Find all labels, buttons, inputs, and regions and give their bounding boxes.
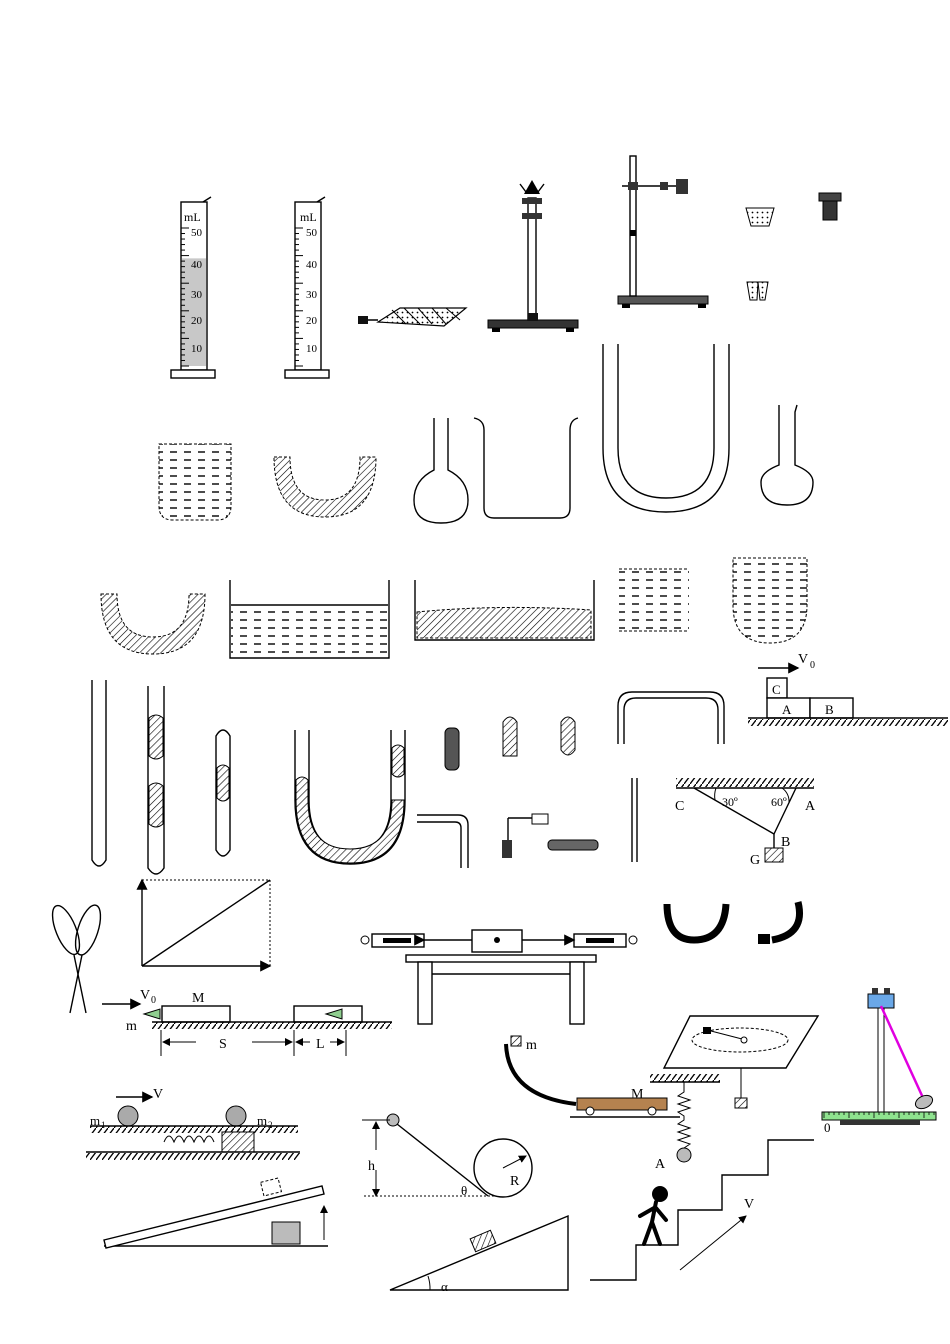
large-u-tube — [602, 344, 730, 513]
stairs-v-label: V — [744, 1197, 754, 1212]
stacked-blocks-diagram: V 0 C A B — [748, 652, 948, 726]
block-b-label: B — [825, 702, 834, 717]
graduated-cylinder-empty: mL 50 40 30 20 10 — [284, 196, 330, 379]
plank-v0-subscript: 0 — [151, 995, 156, 1006]
ball-m1-label: m — [90, 1113, 100, 1128]
cylinder2-tick-50: 50 — [306, 227, 318, 239]
cylinder-tick-40: 40 — [191, 259, 203, 271]
wire-gauze — [358, 307, 468, 327]
plank-m-small-label: m — [126, 1019, 137, 1034]
iron-stand-side-clamp — [617, 155, 709, 308]
staircase-person: V — [590, 1139, 814, 1281]
cylinder2-tick-30: 30 — [306, 289, 318, 301]
turntable-plane — [662, 1015, 820, 1109]
triangle-c-label: C — [675, 799, 684, 814]
rubber-stoppers — [745, 192, 842, 301]
v0-subscript: 0 — [810, 660, 815, 671]
plank-block-diagram: V 0 M m S L — [102, 988, 392, 1056]
ball-m2-label: m — [257, 1113, 267, 1128]
test-tube-two-plugs — [147, 686, 165, 875]
cylinder-liquid — [182, 258, 206, 366]
cylinder-tick-50: 50 — [191, 227, 203, 239]
cylinder-unit-label: mL — [184, 210, 201, 224]
cylinder-unit-label-2: mL — [300, 210, 317, 224]
cylinder2-tick-40: 40 — [306, 259, 318, 271]
ball-m1-subscript: 1 — [101, 1120, 106, 1130]
trough-with-sand — [414, 580, 595, 641]
plank-l-label: L — [316, 1037, 325, 1052]
triangle-b-label: B — [781, 835, 790, 850]
ball-m2-subscript: 2 — [268, 1120, 273, 1130]
wedge-alpha-label: α — [441, 1279, 448, 1294]
water-rounded-vessel — [732, 557, 808, 644]
bent-tube-and-connectors — [417, 778, 638, 868]
iron-stand-burette-clamp — [487, 180, 579, 332]
large-beaker — [473, 417, 579, 519]
water-column-block — [619, 568, 689, 632]
cylinder-tick-30: 30 — [191, 289, 203, 301]
water-trough — [229, 580, 390, 659]
inverted-u-tube — [617, 691, 725, 744]
spring-a-label: A — [655, 1157, 666, 1172]
spring-v-label: V — [153, 1087, 163, 1102]
cylinder2-tick-10: 10 — [306, 343, 318, 355]
round-bottom-flask-small — [413, 418, 469, 524]
incline-h-label: h — [368, 1159, 375, 1174]
cylinder-tick-20: 20 — [191, 315, 203, 327]
angle-60-label: 60º — [771, 795, 787, 809]
beaker-water — [158, 443, 232, 521]
loop-r-label: R — [510, 1174, 520, 1189]
laser-stand-ruler: 0 — [821, 988, 937, 1135]
hatched-u-tube-segment — [273, 456, 377, 518]
two-balls-spring: V m 1 m 2 — [86, 1087, 300, 1160]
hatched-u-bend — [100, 593, 206, 655]
test-tube-empty — [91, 680, 107, 867]
plank-m-big-label: M — [192, 991, 205, 1006]
block-c-label: C — [772, 682, 781, 697]
incline-theta-label: θ — [461, 1183, 467, 1198]
short-rod-pieces — [444, 716, 576, 771]
vertical-spring-ball: A — [650, 1074, 720, 1172]
angle-30-label: 30º — [722, 795, 738, 809]
track-m-label: m — [526, 1038, 537, 1053]
graduated-cylinder-filled: mL 50 40 30 20 10 — [170, 196, 216, 379]
sealed-tube-plug — [215, 729, 231, 857]
curved-track-cart: m M — [504, 1035, 680, 1118]
incline-loop: R θ h — [362, 1113, 533, 1198]
cylinder-tick-10: 10 — [191, 343, 203, 355]
v0-label: V — [798, 652, 808, 667]
table-spring-balances — [360, 929, 638, 1025]
u-tube-mercury — [294, 730, 406, 865]
linear-graph — [136, 878, 272, 972]
round-bottom-flask — [760, 404, 814, 506]
block-a-label: A — [782, 702, 792, 717]
cylinder2-tick-20: 20 — [306, 315, 318, 327]
triangle-g-label: G — [750, 853, 760, 868]
ruler-zero-label: 0 — [824, 1120, 831, 1135]
tweezers — [51, 904, 102, 1014]
plank-v0-label: V — [140, 988, 150, 1003]
plank-s-label: S — [219, 1037, 227, 1052]
wedge-block: α — [389, 1214, 569, 1294]
triangle-a-label: A — [805, 799, 816, 814]
inclined-plank-box — [103, 1177, 328, 1249]
rubber-hose-pieces — [663, 901, 803, 944]
suspension-triangle-diagram: C A B G 30º 60º — [675, 778, 816, 868]
cart-m-label: M — [631, 1087, 644, 1102]
